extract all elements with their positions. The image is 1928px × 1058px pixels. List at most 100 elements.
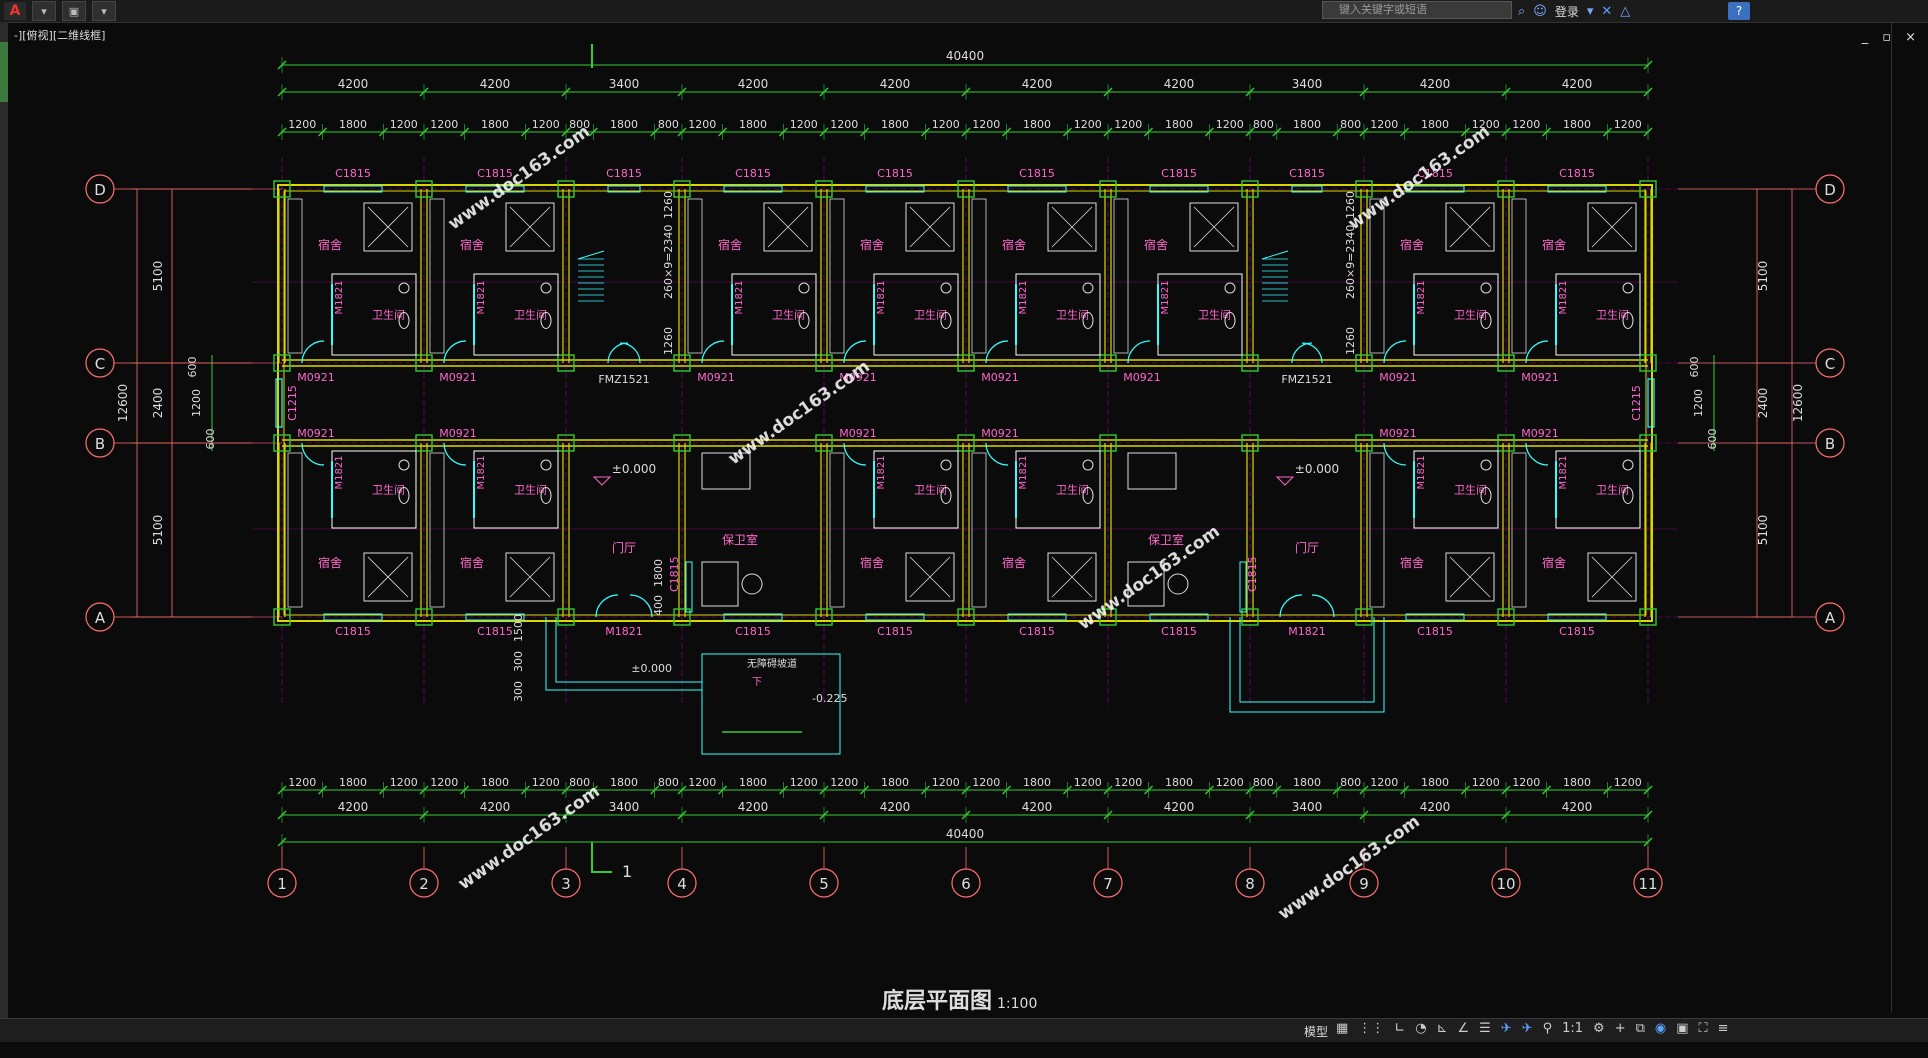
wardrobe (1511, 452, 1527, 608)
structural-column (673, 434, 691, 452)
dimension-text-bay: 4200 (1164, 800, 1195, 814)
status-tools: ▦ ⋮⋮ ∟ ◔ ⊾ ∠ ☰ ✈ ✈ ⚲ 1:1 ⚙ + ⧉ ◉ ▣ ⛶ ≡ (1336, 1021, 1729, 1036)
entry-door (595, 594, 653, 618)
dimension-text-sub: 1800 (481, 776, 509, 789)
save-icon[interactable]: ▣ (62, 1, 86, 21)
login-button[interactable]: 登录 (1554, 4, 1579, 19)
minimize-icon[interactable]: _ (1861, 30, 1869, 45)
structural-column (957, 354, 975, 372)
axis-label: B (95, 435, 105, 453)
bed-cover (1591, 556, 1633, 598)
axis-label: 2 (419, 875, 429, 893)
scale-label[interactable]: 1:1 (1562, 1021, 1584, 1036)
user-icon[interactable]: ☺ (1533, 3, 1547, 19)
stair-arrow (1261, 250, 1289, 260)
structural-column (1355, 180, 1373, 198)
exchange-icon[interactable]: ✕ (1601, 3, 1613, 19)
axis-label: A (1825, 609, 1836, 627)
room-label-wc: 卫生间 (1596, 483, 1629, 497)
dropdown-arrow-icon[interactable]: ▾ (32, 1, 56, 21)
autocad-logo-icon[interactable]: A (4, 2, 26, 20)
menu-icon[interactable]: ≡ (1717, 1021, 1729, 1036)
dimension-text-sub: 1200 (830, 776, 858, 789)
structural-column (1099, 608, 1117, 626)
structural-column (1355, 354, 1373, 372)
grid-icon[interactable]: ▦ (1336, 1021, 1349, 1036)
dimension-text-small: 600 (1688, 357, 1701, 378)
level-symbol (592, 476, 612, 486)
hardware-icon[interactable]: ▣ (1676, 1021, 1689, 1036)
viewport-controls-label[interactable]: -][俯视][二维线框] (14, 29, 106, 42)
otrack-icon[interactable]: ∠ (1457, 1021, 1470, 1036)
search-input[interactable] (1322, 1, 1512, 19)
dimension-text-bay: 4200 (1420, 800, 1451, 814)
osnap-icon[interactable]: ⊾ (1436, 1021, 1448, 1036)
basin-icon (1622, 282, 1634, 294)
fullscreen-icon[interactable]: ⛶ (1698, 1021, 1708, 1036)
toilet-icon (1622, 312, 1634, 329)
window-tag: C1815 (477, 625, 513, 638)
dimension-text-sub: 1200 (1074, 776, 1102, 789)
viewport-window-controls: _ ▫ × (1862, 30, 1916, 45)
dimension-text-sub: 1200 (972, 776, 1000, 789)
room-label-dorm: 宿舍 (1400, 555, 1424, 570)
basin-icon (940, 282, 952, 294)
bed-icon (763, 202, 813, 252)
room-door (1383, 442, 1407, 466)
lineweight-icon[interactable]: ☰ (1479, 1021, 1491, 1036)
watermark-text: www.doc163.com (445, 122, 594, 235)
annotation-icon[interactable]: ✈ (1500, 1021, 1512, 1036)
left-panel-strip (0, 22, 8, 1032)
structural-column (1355, 434, 1373, 452)
dimension-text-total-vertical: 12600 (116, 384, 130, 422)
basin-icon (398, 282, 410, 294)
axis-label: 11 (1638, 875, 1657, 893)
annotation-visibility-icon[interactable]: ✈ (1521, 1021, 1533, 1036)
room-label-lobby: 门厅 (1295, 540, 1319, 555)
scale-icon[interactable]: ⚲ (1542, 1021, 1553, 1036)
window-tag: C1215 (1630, 385, 1643, 421)
isolate-icon[interactable]: ◉ (1654, 1021, 1667, 1036)
fire-door (1301, 342, 1323, 364)
basin-icon (398, 459, 410, 471)
customize-dropdown-icon[interactable]: ▾ (92, 1, 116, 21)
polar-icon[interactable]: ◔ (1415, 1021, 1427, 1036)
a360-icon[interactable]: △ (1620, 3, 1631, 19)
drawing-canvas[interactable]: 4040040400420042004200420034003400420042… (22, 22, 1892, 1012)
structural-column (1241, 354, 1259, 372)
dimension-text-sub: 800 (658, 118, 679, 131)
axis-bubble (1349, 868, 1379, 898)
dimension-text-sub: 1200 (790, 118, 818, 131)
structural-column (815, 180, 833, 198)
dimension-text-vertical: 5100 (151, 261, 165, 292)
restore-icon[interactable]: ▫ (1882, 30, 1892, 45)
workspace-icon[interactable]: ⧉ (1635, 1021, 1645, 1036)
window (1239, 561, 1247, 613)
dimension-text-sub: 1800 (481, 118, 509, 131)
help-button[interactable]: ? (1728, 2, 1750, 20)
snap-icon[interactable]: ⋮⋮ (1358, 1021, 1385, 1036)
fire-door (1291, 342, 1313, 364)
gear-icon[interactable]: ⚙ (1593, 1021, 1605, 1036)
login-dropdown-icon[interactable]: ▾ (1586, 3, 1594, 19)
bed-cover (1449, 556, 1491, 598)
room-label-wc: 卫生间 (514, 308, 547, 322)
model-space-toggle[interactable]: 模型 (1304, 1024, 1329, 1039)
binoculars-icon[interactable]: ⌕ (1518, 3, 1526, 19)
room-label-wc: 卫生间 (772, 308, 805, 322)
panel-tab[interactable] (0, 42, 8, 102)
room-label-dorm: 宿舍 (1542, 237, 1566, 252)
structural-column (1241, 608, 1259, 626)
bed-cover (1449, 206, 1491, 248)
door-tag: M0921 (1521, 427, 1559, 440)
room-label-wc: 卫生间 (914, 483, 947, 497)
dimension-text-sub: 1200 (1114, 118, 1142, 131)
ortho-icon[interactable]: ∟ (1394, 1021, 1406, 1036)
door-tag: M1821 (1018, 280, 1029, 314)
dimension-text-sub: 1200 (1512, 776, 1540, 789)
basin-icon (798, 282, 810, 294)
window-tag: C1815 (1559, 167, 1595, 180)
ramp-label: 无障碍坡道 (747, 657, 797, 670)
close-icon[interactable]: × (1905, 30, 1916, 45)
plus-icon[interactable]: + (1614, 1021, 1626, 1036)
